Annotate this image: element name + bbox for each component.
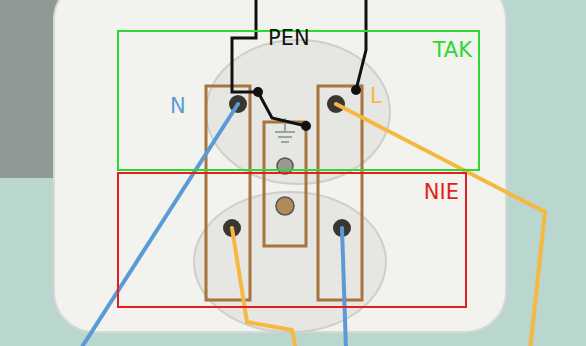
neutral-wire [342, 228, 346, 346]
phase-wire [232, 228, 296, 346]
socket-recess [194, 192, 386, 332]
wall-panel [0, 0, 62, 178]
phase-supply-wire [356, 0, 366, 90]
pen-wires [232, 0, 366, 126]
terminal-bar [318, 86, 362, 300]
pen-wire [232, 0, 258, 92]
terminal-name: N [170, 96, 186, 117]
wires [80, 104, 545, 346]
region-label: TAK [433, 40, 472, 61]
phase-wire [336, 104, 545, 346]
conductor-name: PEN [268, 28, 310, 49]
neutral-wire [80, 104, 238, 346]
pen-bridge [258, 92, 306, 126]
screw-heads [223, 95, 351, 237]
region-label: NIE [424, 182, 459, 203]
terminal-name: L [370, 86, 382, 107]
earth-screws [276, 158, 294, 215]
earth-bar [264, 122, 306, 246]
junction-dots [253, 85, 361, 131]
forbidden-region: NIE [117, 172, 467, 308]
